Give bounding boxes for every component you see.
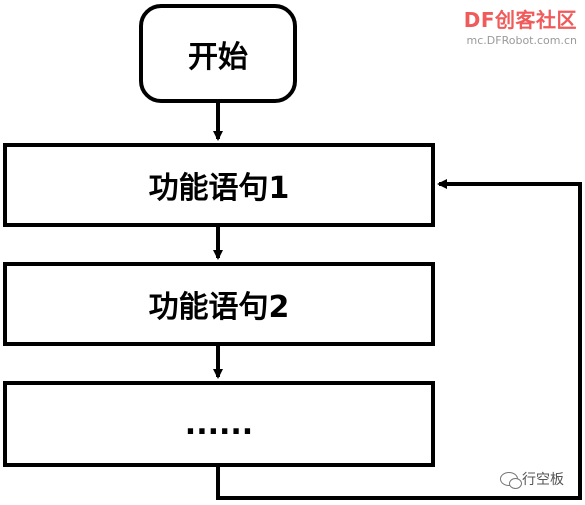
step2-node-label: 功能语句2 [148, 290, 290, 325]
step2-node: 功能语句2 [3, 262, 435, 346]
watermark-url: mc.DFRobot.com.cn [466, 34, 577, 47]
wechat-icon [500, 472, 522, 489]
start-node-label: 开始 [188, 39, 248, 75]
step1-node: 功能语句1 [3, 143, 435, 227]
watermark: DF创客社区 mc.DFRobot.com.cn [464, 4, 577, 47]
wechat-account-name: 行空板 [522, 472, 564, 488]
watermark-brand: DF创客社区 [463, 8, 577, 32]
wechat-badge: 行空板 [500, 469, 564, 489]
step3-node: ...... [3, 381, 435, 467]
loop-back-line [216, 179, 582, 500]
step3-node-label: ...... [184, 406, 254, 442]
start-node: 开始 [139, 4, 297, 103]
step1-node-label: 功能语句1 [148, 171, 290, 206]
